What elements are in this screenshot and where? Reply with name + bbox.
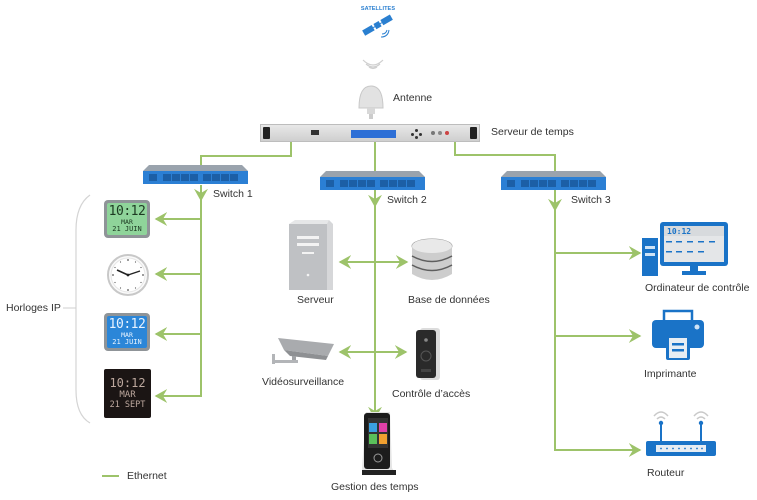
network-switch-icon [501,171,606,190]
antenna-icon [358,85,384,119]
clock-time: 10:12 [108,316,146,332]
time-management-label: Gestion des temps [331,481,419,493]
ip-clock-led-black: 10:12 MAR 21 SEPT [104,369,151,418]
database-icon [411,238,453,280]
clock-date: 21 JUIN [112,225,142,234]
server-tower-icon [289,220,333,290]
legend-ethernet-label: Ethernet [127,470,167,482]
analog-clock-icon [107,254,149,296]
switch-2 [320,171,425,191]
network-switch-icon [143,165,248,184]
link-server-switch3 [454,142,556,172]
computer-screen-time: 10:12 [667,227,691,236]
time-server-label: Serveur de temps [491,126,574,138]
printer-icon [652,309,704,360]
switch-3 [501,171,606,191]
access-reader-icon [416,328,440,380]
ip-clock-blue-lcd: 10:12 MAR 21 JUIN [104,313,150,351]
clock-day: MAR [121,217,133,226]
satellites-node: SATELLITES [358,6,398,45]
database-label: Base de données [408,294,490,306]
computer-icon: 10:12 [642,222,728,276]
switch-3-label: Switch 3 [571,194,611,206]
clock-time: 10:12 [109,375,146,390]
satellites-label: SATELLITES [360,6,396,12]
switch-2-label: Switch 2 [387,194,427,206]
antenna-label: Antenne [393,92,433,104]
clock-date: 21 JUIN [112,338,142,347]
switch-1 [143,165,248,185]
time-terminal-icon [362,412,396,475]
network-switch-icon [320,171,425,190]
clocks-bracket [75,194,91,424]
camera-icon [272,338,334,364]
signal-waves-icon [362,59,384,70]
link-server-switch1 [200,142,292,166]
printer-label: Imprimante [644,368,697,380]
computer-label: Ordinateur de contrôle [645,282,750,294]
link-switch3-trunk [554,190,642,457]
ip-clock-green-lcd: 10:12 MAR 21 JUIN [104,200,150,238]
ip-clocks-group-label: Horloges IP [6,302,61,314]
clock-day: MAR [121,330,133,339]
camera-label: Vidéosurveillance [262,376,345,388]
satellite-icon [362,14,393,38]
switch-1-label: Switch 1 [213,188,253,200]
time-server-device [260,124,480,142]
access-control-label: Contrôle d’accès [392,388,471,400]
router-icon [646,411,716,456]
clock-day: MAR [119,390,136,401]
clock-time: 10:12 [108,203,146,219]
server-label: Serveur [297,294,334,306]
clock-date: 21 SEPT [109,399,146,410]
router-label: Routeur [647,467,685,479]
